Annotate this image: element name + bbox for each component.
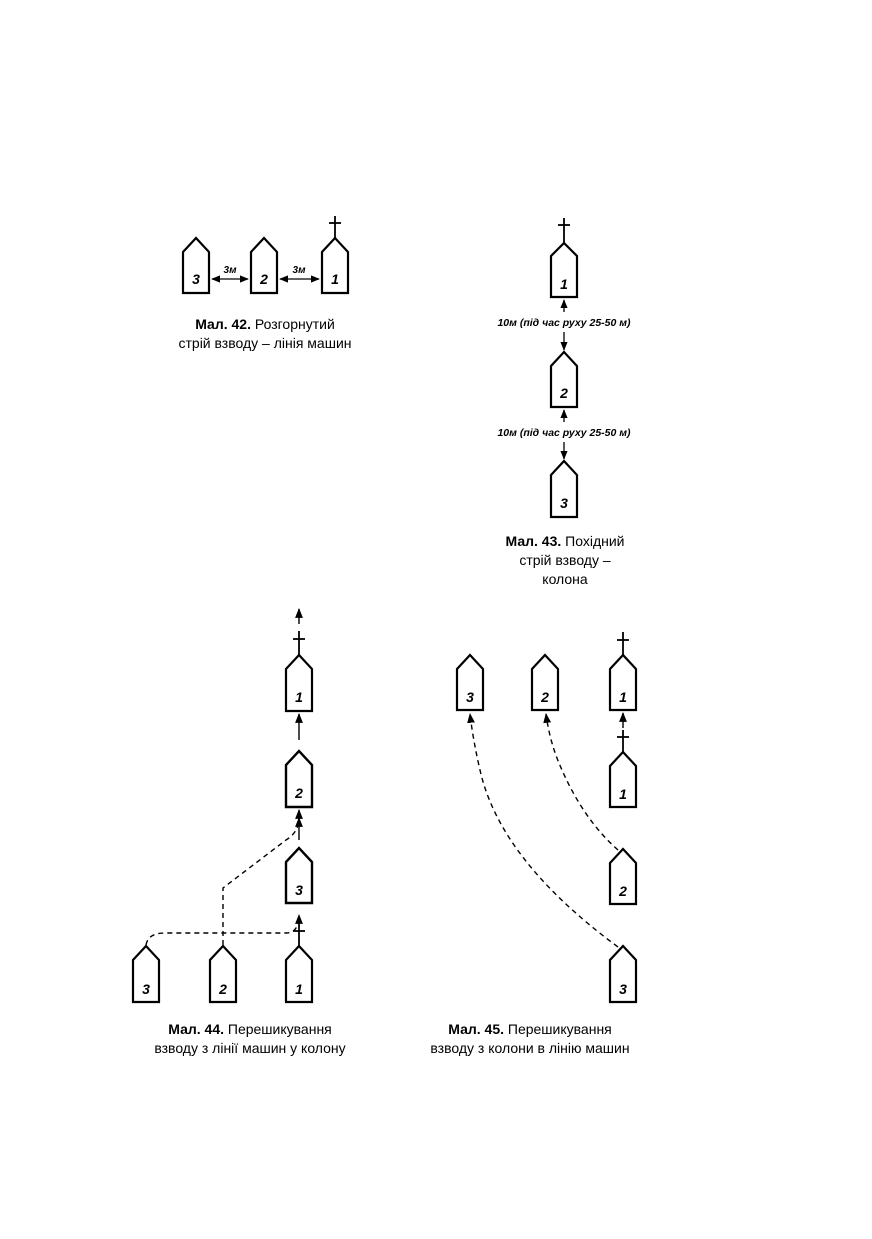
figure-45-caption: Мал. 45. Перешикування взводу з колони в… [400,1020,660,1058]
distance-label: 10м (під час руху 25-50 м) [497,317,631,329]
column-vehicle-1-commander: 1 [284,631,314,713]
spacing-label: 3м [224,265,238,276]
column-vehicle-2: 2 [608,847,638,906]
maneuver-path-vehicle-3 [145,914,303,946]
column-vehicle-2: 2 [284,749,314,809]
caption-text: Розгорнутий [250,316,335,332]
vehicle-number: 1 [619,786,627,802]
distance-label: 10м (під час руху 25-50 м) [497,427,631,439]
line-vehicle-1-commander: 1 [284,923,314,1004]
caption-text: колона [542,571,588,587]
figure-44: 1 2 3 3 2 1 [131,608,314,1004]
vehicle-number: 1 [560,276,568,292]
figure-42-caption: Мал. 42. Розгорнутий стрій взводу – ліні… [150,315,380,353]
line-vehicle-3: 3 [455,653,485,712]
figure-label: Мал. 43. [505,533,562,549]
vehicle-number: 3 [295,882,303,898]
spacing-label: 3м [293,265,307,276]
line-vehicle-2: 2 [530,653,560,712]
vehicle-2: 2 [549,350,579,409]
column-vehicle-3: 3 [608,944,638,1004]
caption-text: взводу з колони в лінію машин [430,1040,630,1056]
vehicle-1-commander: 1 [549,218,579,299]
vehicle-1-commander: 1 [320,216,350,295]
figure-44-caption: Мал. 44. Перешикування взводу з лінії ма… [120,1020,380,1058]
figure-42: 3 2 1 3м 3м [181,216,350,295]
column-vehicle-3: 3 [284,846,314,905]
vehicle-3: 3 [549,459,579,519]
vehicle-number: 1 [619,689,627,705]
figure-43-caption: Мал. 43. Похідний стрій взводу – колона [470,532,660,589]
figure-43: 1 2 3 10м (під час руху 25-50 м) 10м (пі… [497,218,631,519]
caption-text: Перешикування [224,1021,332,1037]
caption-text: Похідний [561,533,625,549]
figure-label: Мал. 42. [195,316,251,332]
vehicle-number: 2 [218,981,227,997]
caption-text: взводу з лінії машин у колону [154,1040,346,1056]
line-vehicle-2: 2 [208,944,238,1004]
vehicle-number: 2 [294,785,303,801]
vehicle-number: 1 [331,271,339,287]
vehicle-number: 2 [618,883,627,899]
maneuver-path-vehicle-3 [467,713,619,948]
caption-text: Перешикування [504,1021,612,1037]
figure-label: Мал. 45. [448,1021,504,1037]
line-vehicle-1-commander: 1 [608,632,638,712]
vehicle-number: 3 [466,689,474,705]
maneuver-path-vehicle-2 [222,817,303,945]
vehicle-3: 3 [181,236,211,295]
vehicle-number: 2 [259,271,268,287]
caption-text: стрій взводу – [519,552,611,568]
vehicle-number: 3 [142,981,150,997]
vehicle-number: 2 [559,385,568,401]
figure-45: 3 2 1 1 2 3 [455,632,638,1004]
vehicle-number: 3 [192,271,200,287]
vehicle-number: 3 [560,495,568,511]
maneuver-path-vehicle-2 [543,713,619,851]
figure-label: Мал. 44. [168,1021,224,1037]
vehicle-2: 2 [249,236,279,295]
line-vehicle-3: 3 [131,944,161,1004]
vehicle-number: 3 [619,981,627,997]
caption-text: стрій взводу – лінія машин [178,335,352,351]
column-vehicle-1-commander: 1 [608,730,638,809]
vehicle-number: 1 [295,689,303,705]
vehicle-number: 1 [295,981,303,997]
vehicle-number: 2 [540,689,549,705]
